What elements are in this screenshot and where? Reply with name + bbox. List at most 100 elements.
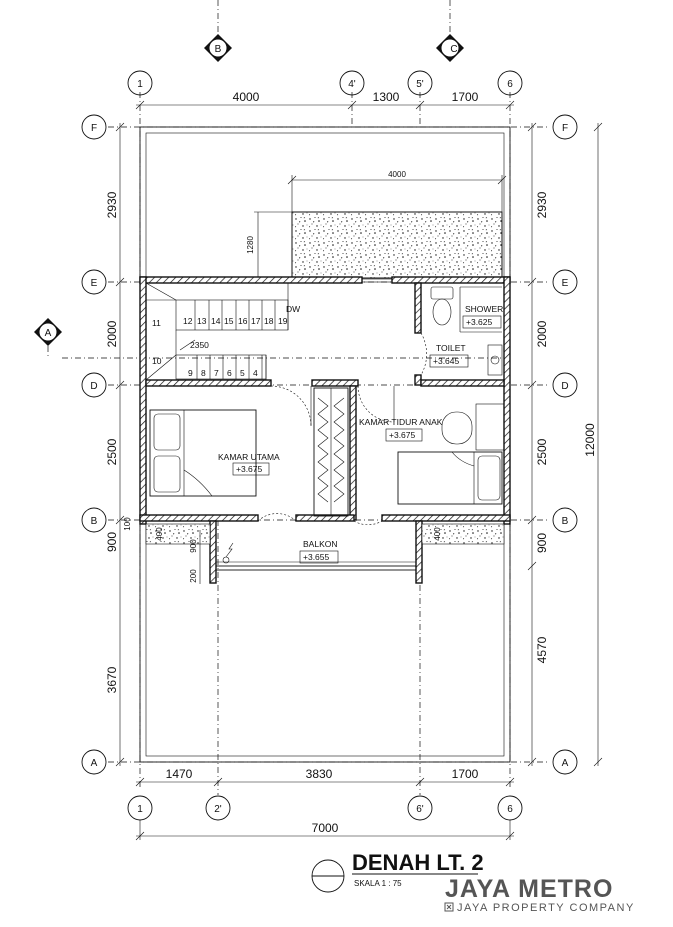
dim-bottom-1700: 1700	[452, 767, 479, 781]
kamar-anak-level: +3.675	[389, 430, 416, 440]
wardrobe	[313, 387, 349, 517]
step-5: 5	[240, 368, 245, 378]
grid-bottom-6prime: 6'	[416, 804, 424, 815]
title-block: DENAH LT. 2 SKALA 1 : 75 JAYA METRO JAYA…	[311, 850, 635, 914]
brand-tagline: JAYA PROPERTY COMPANY	[457, 902, 635, 914]
grid-bottom-2prime: 2'	[214, 804, 222, 815]
section-b-label: B	[215, 44, 222, 55]
bathroom-fixtures	[430, 286, 503, 376]
dim-bottom-3830: 3830	[306, 767, 333, 781]
bottom-dimensions: 1470 3830 1700 7000	[135, 767, 515, 841]
carport-dimensions: 4000 1280	[246, 170, 507, 278]
dim-right-12000: 12000	[583, 423, 597, 457]
step-14: 14	[211, 316, 221, 326]
room-labels: SHOWER +3.625 TOILET +3.645 KAMAR UTAMA …	[218, 304, 503, 564]
balkon-name: BALKON	[303, 539, 338, 549]
dim-top-4000: 4000	[233, 90, 260, 104]
dim-left-400: 400	[155, 527, 164, 541]
concrete-roof-area	[291, 211, 503, 279]
dim-left-2000: 2000	[105, 320, 119, 347]
section-a-label: A	[45, 328, 52, 339]
grid-bottom-1: 1	[137, 804, 143, 815]
doors	[257, 278, 427, 525]
toilet-level: +3.645	[433, 356, 460, 366]
row-right-B: B	[562, 516, 569, 527]
shower-name: SHOWER	[465, 304, 503, 314]
stairs-dimension: 2350	[190, 340, 209, 350]
shower-level: +3.625	[466, 317, 493, 327]
carport-width-dim: 4000	[388, 170, 406, 179]
dim-right-400: 400	[433, 527, 442, 541]
walls	[139, 276, 511, 584]
section-marker-c: C	[436, 34, 464, 62]
grid-top-1: 1	[137, 79, 143, 90]
grid-top-5prime: 5'	[416, 79, 424, 90]
grid-top-6: 6	[507, 79, 513, 90]
section-marker-a: A	[34, 318, 62, 358]
grid-bubbles-bottom: 1 2' 6' 6	[127, 795, 523, 821]
dim-left-900b: 900	[189, 539, 198, 553]
row-right-E: E	[562, 278, 569, 289]
right-dimensions: 2930 2000 2500 900 4570 12000 400	[433, 122, 603, 767]
dim-total-7000: 7000	[312, 821, 339, 835]
balcony	[145, 523, 505, 571]
dim-left-100: 100	[123, 517, 132, 531]
row-bubbles-left: F E D B A	[81, 114, 107, 775]
step-13: 13	[197, 316, 207, 326]
step-4: 4	[253, 368, 258, 378]
dim-bottom-1470: 1470	[166, 767, 193, 781]
row-right-D: D	[561, 381, 568, 392]
dim-right-4570: 4570	[535, 636, 549, 663]
drawing-title: DENAH LT. 2	[352, 850, 484, 875]
step-15: 15	[224, 316, 234, 326]
row-left-B: B	[91, 516, 98, 527]
step-19: 19	[278, 316, 288, 326]
dim-left-900: 900	[105, 532, 119, 552]
dim-right-2930: 2930	[535, 191, 549, 218]
row-right-A: A	[562, 758, 569, 769]
master-bed	[149, 409, 257, 497]
row-left-D: D	[90, 381, 97, 392]
step-11: 11	[152, 318, 161, 328]
balkon-level: +3.655	[303, 552, 330, 562]
toilet-name: TOILET	[436, 343, 466, 353]
step-7: 7	[214, 368, 219, 378]
step-12: 12	[183, 316, 193, 326]
row-right-F: F	[562, 123, 568, 134]
kamar-utama-level: +3.675	[236, 464, 263, 474]
step-8: 8	[201, 368, 206, 378]
dim-top-1700: 1700	[452, 90, 479, 104]
kamar-anak-name: KAMAR TIDUR ANAK	[359, 417, 443, 427]
step-9: 9	[188, 368, 193, 378]
dim-left-2930: 2930	[105, 191, 119, 218]
step-17: 17	[251, 316, 261, 326]
grid-top-4prime: 4'	[348, 79, 356, 90]
row-left-F: F	[91, 123, 97, 134]
kamar-utama-name: KAMAR UTAMA	[218, 452, 280, 462]
grid-bottom-6: 6	[507, 804, 513, 815]
section-c-label: C	[450, 44, 457, 55]
top-dimensions: 4000 1300 1700	[135, 90, 515, 110]
dim-top-1300: 1300	[373, 90, 400, 104]
dim-right-2500: 2500	[535, 438, 549, 465]
brand-name: JAYA METRO	[445, 875, 613, 903]
dim-right-900: 900	[535, 533, 549, 553]
section-marker-b: B	[204, 34, 232, 62]
grid-bubbles-top: 1 4' 5' 6	[127, 70, 523, 96]
row-left-A: A	[91, 758, 98, 769]
dim-right-2000: 2000	[535, 320, 549, 347]
child-bed	[397, 403, 505, 505]
carport-depth-dim: 1280	[246, 236, 255, 254]
row-bubbles-right: F E D B A	[552, 114, 578, 775]
grid-lines	[62, 0, 548, 795]
dim-left-3670: 3670	[105, 666, 119, 693]
step-18: 18	[264, 316, 274, 326]
left-dimensions: 2930 2000 2500 3670 100 900 400 900 200	[105, 122, 201, 767]
step-16: 16	[238, 316, 248, 326]
staircase: 11 12 13 14 15 16 17 18 19 10 9 8 7 6 5 …	[145, 282, 300, 381]
step-6: 6	[227, 368, 232, 378]
drawing-scale: SKALA 1 : 75	[354, 879, 402, 888]
step-10: 10	[152, 356, 162, 366]
dw-label: DW	[286, 304, 300, 314]
